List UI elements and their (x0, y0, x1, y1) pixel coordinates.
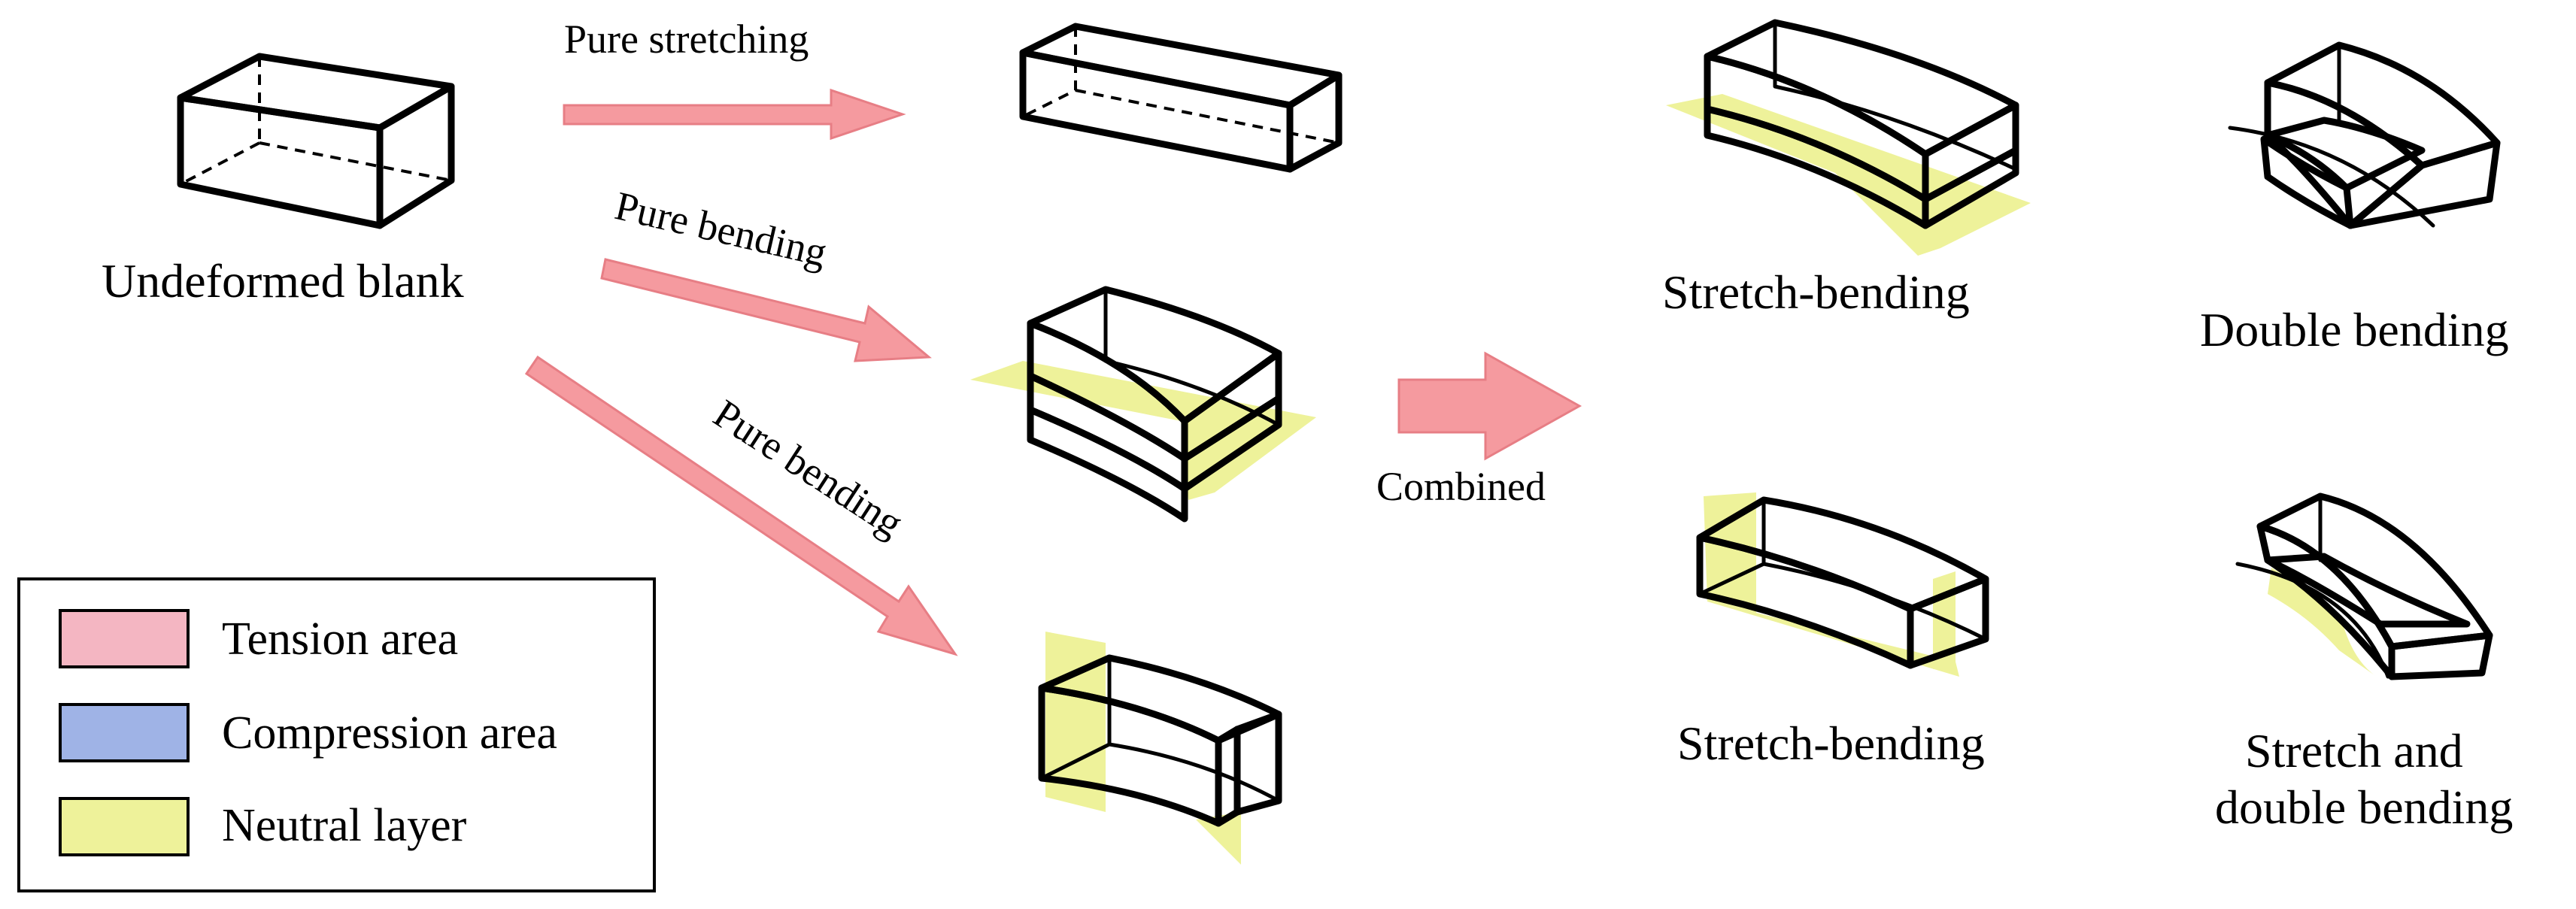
arrow-pure-stretching (563, 88, 906, 141)
arrow-pure-bending-2 (524, 355, 958, 656)
legend-swatch-compression (59, 703, 190, 762)
legend-label-neutral: Neutral layer (222, 800, 467, 851)
legend-swatch-tension (59, 609, 190, 668)
double-bending-box (2228, 41, 2501, 229)
stretch-double-label-line2: double bending (2215, 780, 2513, 834)
double-bending-label: Double bending (2200, 303, 2509, 356)
stretch-bending-box-2 (1696, 492, 1989, 677)
pure-bending-box-2 (1038, 632, 1282, 865)
stretch-bending-label-2: Stretch-bending (1677, 717, 1985, 770)
pure-bending-label-2: Pure bending (705, 391, 911, 546)
arrow-combined (1397, 351, 1582, 461)
legend: Tension area Compression area Neutral la… (17, 577, 656, 892)
stretch-bending-label-1: Stretch-bending (1662, 265, 1970, 319)
undeformed-label: Undeformed blank (102, 254, 464, 308)
legend-item-compression: Compression area (59, 703, 557, 762)
legend-label-compression: Compression area (222, 708, 557, 759)
legend-item-neutral: Neutral layer (59, 797, 467, 856)
pure-bending-label-1: Pure bending (611, 183, 831, 275)
legend-label-tension: Tension area (222, 614, 458, 665)
undeformed-blank-box (177, 53, 455, 229)
pure-stretching-label: Pure stretching (564, 17, 809, 62)
stretch-bending-box-1 (1666, 19, 2031, 256)
legend-swatch-neutral (59, 797, 190, 856)
combined-label: Combined (1376, 464, 1546, 509)
arrow-pure-bending-1 (600, 258, 932, 362)
legend-item-tension: Tension area (59, 609, 458, 668)
stretch-double-label-line1: Stretch and (2245, 724, 2463, 777)
pure-bending-box-1 (970, 286, 1316, 523)
stretch-double-bending-box (2235, 492, 2493, 680)
pure-stretching-box (1019, 23, 1343, 173)
